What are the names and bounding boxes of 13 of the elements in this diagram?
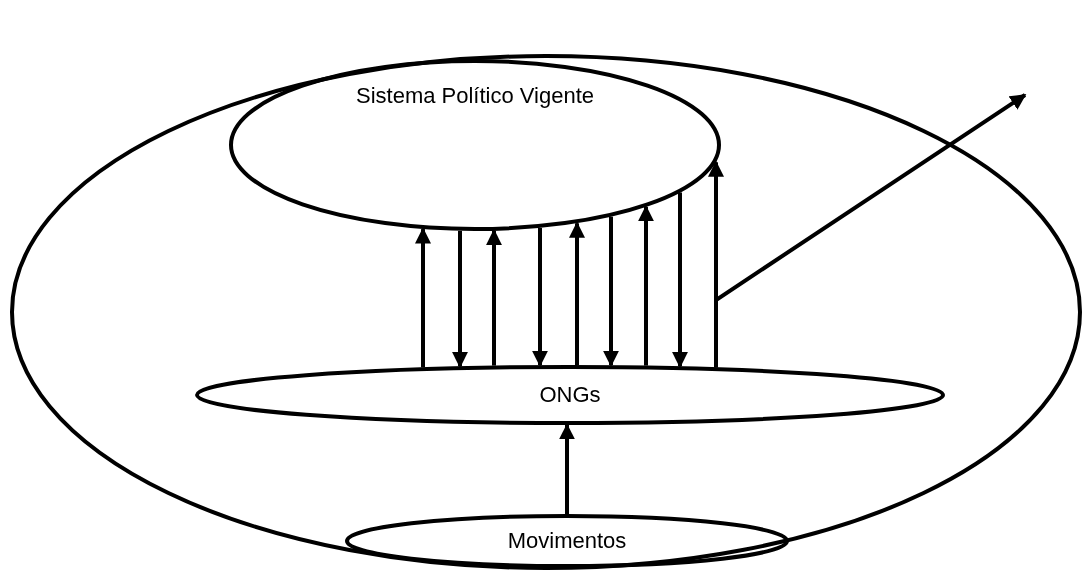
arrow — [415, 227, 431, 368]
arrow — [486, 229, 502, 366]
arrow — [532, 227, 548, 367]
arrow — [638, 205, 654, 366]
arrow — [452, 230, 468, 368]
node-label: ONGs — [539, 382, 601, 408]
arrow — [569, 221, 585, 365]
arrow — [714, 93, 1027, 368]
arrow — [672, 192, 688, 368]
arrow — [603, 216, 619, 367]
node-label: Sistema Político Vigente — [355, 83, 595, 109]
arrow — [559, 423, 575, 514]
node-label: Movimentos — [507, 528, 627, 554]
